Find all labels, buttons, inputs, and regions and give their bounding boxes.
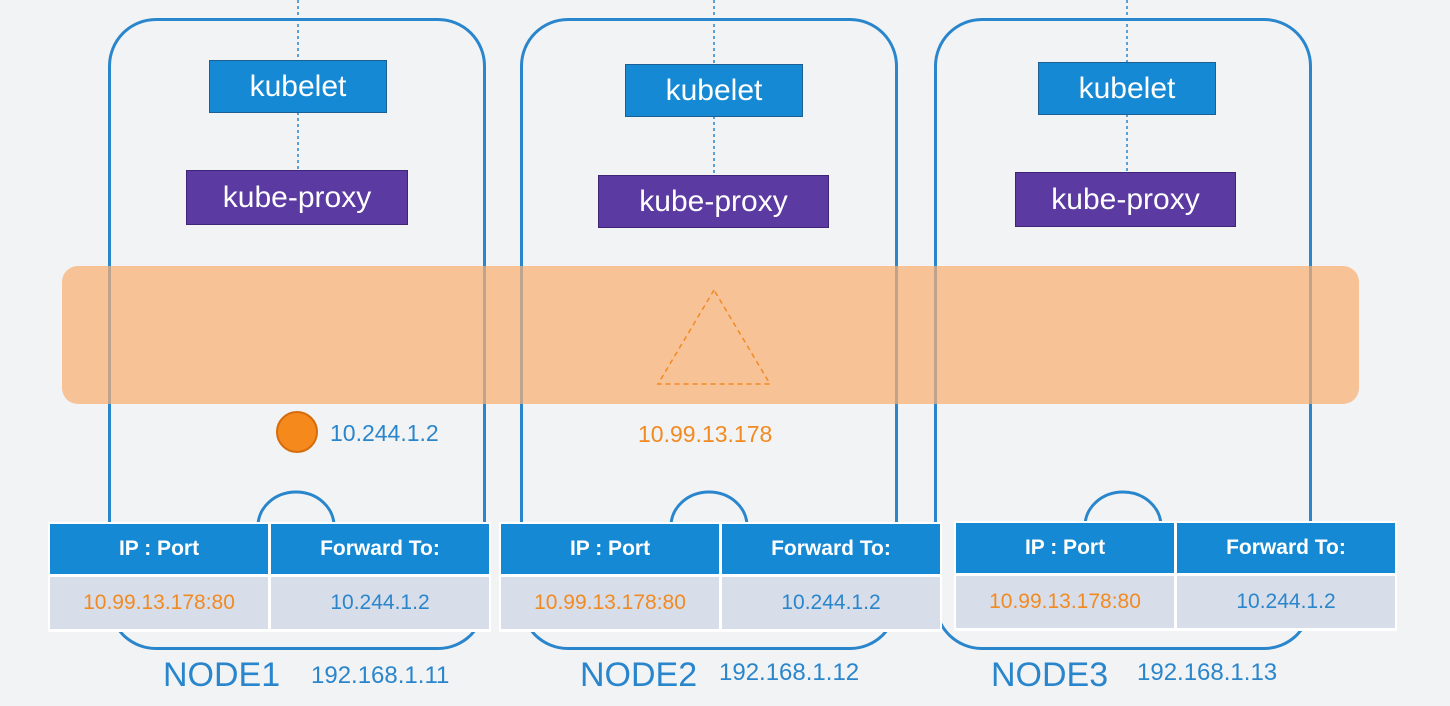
pod-icon [276,411,318,453]
node1-forward-table: IP : Port Forward To: 10.99.13.178:80 10… [48,522,491,632]
node3-kube-proxy: kube-proxy [1015,172,1236,227]
table-cell-ip-port: 10.99.13.178:80 [501,577,719,629]
node2-ip: 192.168.1.12 [719,659,860,686]
table-header-forward: Forward To: [1177,523,1395,573]
node2-name: NODE2 [580,656,698,694]
node3-arc [1083,490,1163,527]
node1-name: NODE1 [163,656,281,694]
table-header-forward: Forward To: [271,524,489,574]
table-cell-forward-to: 10.244.1.2 [722,577,940,629]
service-triangle-icon [656,288,772,385]
table-header-ip-port: IP : Port [50,524,268,574]
node1-ip: 192.168.1.11 [311,662,450,689]
node3-name: NODE3 [991,656,1109,694]
table-cell-forward-to: 10.244.1.2 [1177,576,1395,628]
table-cell-ip-port: 10.99.13.178:80 [50,577,268,629]
node2-kube-proxy: kube-proxy [598,175,829,228]
table-cell-ip-port: 10.99.13.178:80 [956,576,1174,628]
table-header-ip-port: IP : Port [956,523,1174,573]
node2-arc [669,490,749,527]
node1-arc [256,490,336,527]
pod-ip-label: 10.244.1.2 [330,420,439,446]
node3-kubelet: kubelet [1038,62,1216,115]
node2-forward-table: IP : Port Forward To: 10.99.13.178:80 10… [499,522,942,632]
node2-kubelet: kubelet [625,64,803,117]
node1-kube-proxy: kube-proxy [186,170,408,225]
node3-forward-table: IP : Port Forward To: 10.99.13.178:80 10… [954,521,1397,631]
service-ip-label: 10.99.13.178 [638,421,773,447]
table-cell-forward-to: 10.244.1.2 [271,577,489,629]
node3-ip: 192.168.1.13 [1137,659,1278,686]
service-band [62,266,1359,404]
table-header-forward: Forward To: [722,524,940,574]
table-header-ip-port: IP : Port [501,524,719,574]
node1-kubelet: kubelet [209,60,387,113]
